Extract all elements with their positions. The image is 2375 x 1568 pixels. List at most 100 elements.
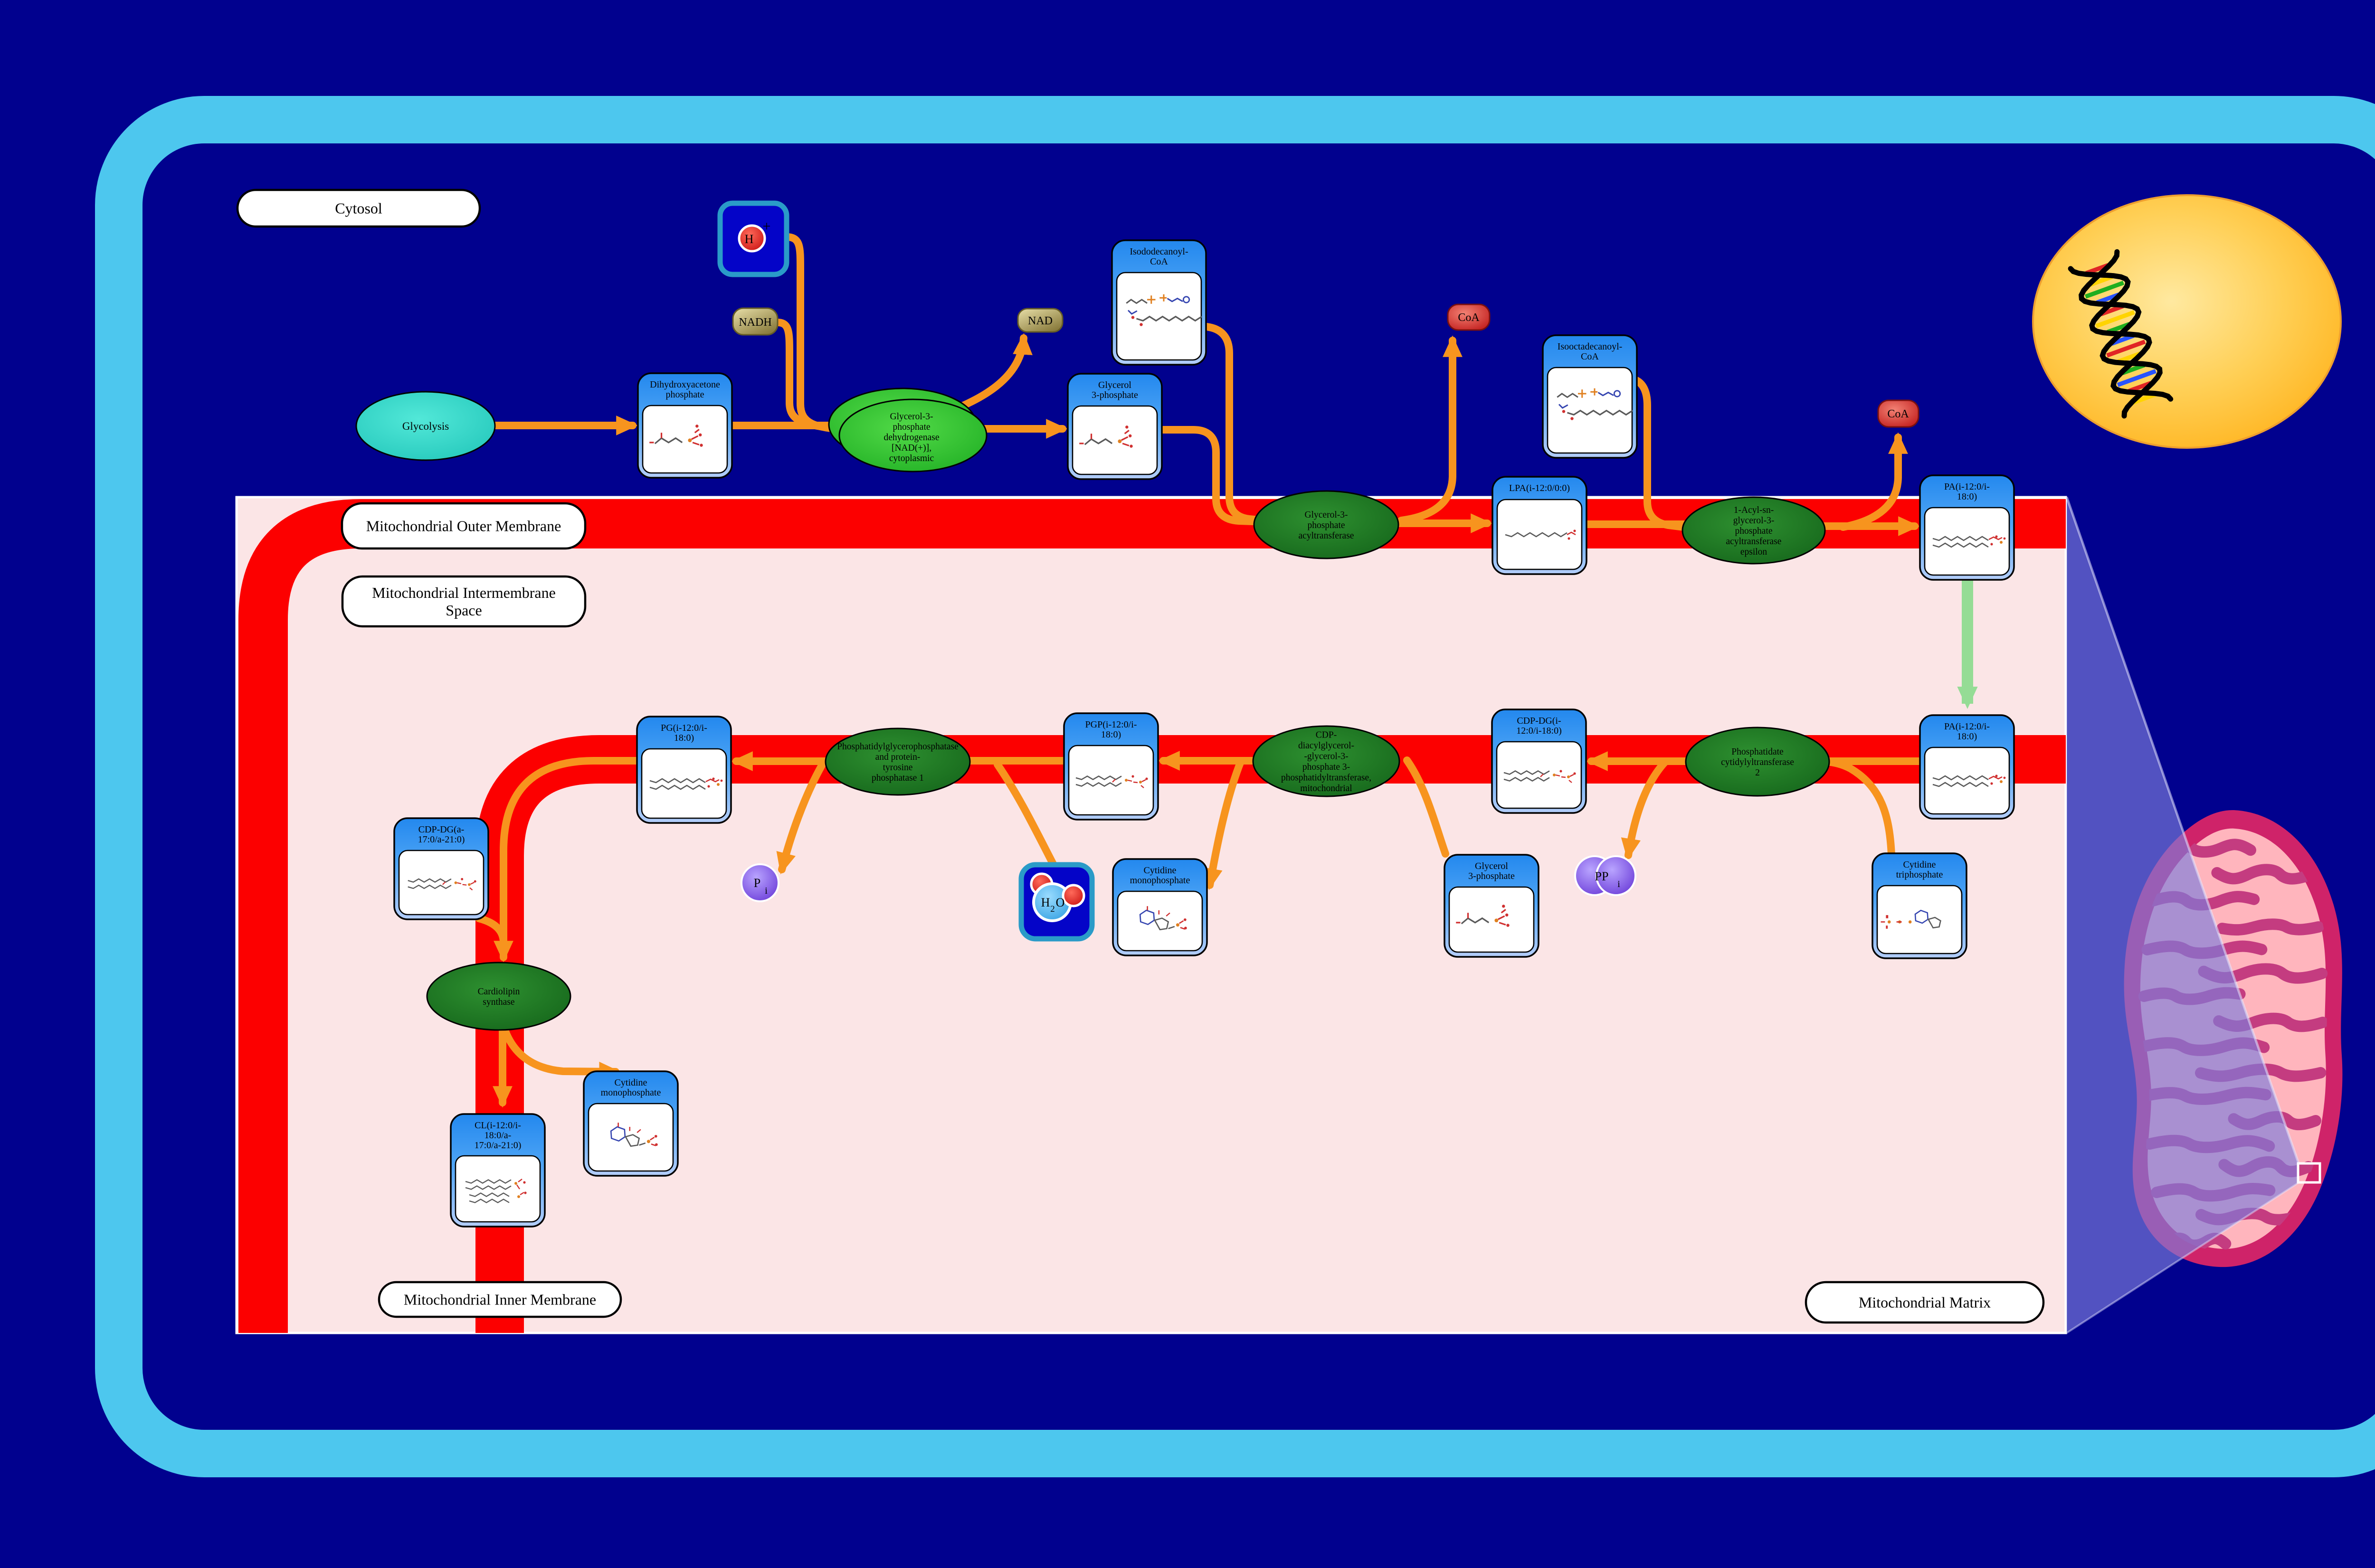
water-symbol-o: O xyxy=(1056,896,1065,909)
metabolite-label: PG(i-12:0/i-18:0) xyxy=(661,723,707,743)
hydrogen-atom-icon xyxy=(738,224,766,253)
molecule-box xyxy=(588,1103,674,1172)
reaction-arrow-20 xyxy=(1203,758,1244,890)
pyrophosphate-icon xyxy=(1596,855,1636,896)
molecule-box xyxy=(1072,405,1158,475)
reaction-arrow-26 xyxy=(475,915,508,948)
enzyme-shape xyxy=(1253,490,1399,559)
ion-charge: + xyxy=(763,218,771,234)
reaction-arrow-7 xyxy=(1203,323,1267,524)
molecule-box xyxy=(1924,746,2010,815)
compartment-pill xyxy=(378,1281,622,1318)
metabolite-label: CDP-DG(a-17:0/a-21:0) xyxy=(418,824,465,845)
pyrophosphate-subscript: i xyxy=(1617,879,1620,889)
metabolite-label: Isooctadecanoyl-CoA xyxy=(1558,341,1623,362)
cofactor-h-plus[interactable]: H + xyxy=(717,200,789,277)
metabolite-label: Isododecanoyl-CoA xyxy=(1130,246,1188,267)
cofactor-ppi[interactable]: PP i xyxy=(1574,855,1636,896)
metabolite-card-cl[interactable]: CL(i-12:0/i-18:0/a-17:0/a-21:0) xyxy=(450,1113,546,1228)
nucleus[interactable] xyxy=(2032,194,2342,449)
metabolite-card-pg[interactable]: PG(i-12:0/i-18:0) xyxy=(636,716,732,824)
compartment-label: Mitochondrial Outer Membrane xyxy=(366,518,561,535)
reaction-arrow-11 xyxy=(1629,375,1695,532)
enzyme-shape xyxy=(1252,725,1400,797)
metabolite-card-pgp[interactable]: PGP(i-12:0/i-18:0) xyxy=(1063,712,1159,821)
cofactor-coa-right[interactable]: CoA xyxy=(1877,399,1919,428)
molecule-box xyxy=(1496,741,1582,809)
compartment-pill xyxy=(1805,1281,2045,1324)
metabolite-label: CDP-DG(i-12:0/i-18:0) xyxy=(1516,716,1562,736)
nucleus-shape xyxy=(2032,194,2342,449)
compartment-label: Mitochondrial Inner Membrane xyxy=(404,1291,596,1308)
cofactor-nad[interactable]: NAD xyxy=(1017,308,1064,333)
pathway-label: Glycolysis xyxy=(402,420,449,432)
cofactor-pi[interactable]: P i xyxy=(741,863,779,902)
compartment-label: Cytosol xyxy=(335,200,382,217)
metabolite-card-pa-outer[interactable]: PA(i-12:0/i-18:0) xyxy=(1919,474,2015,581)
molecule-box xyxy=(1448,886,1535,953)
phosphate-subscript: i xyxy=(765,886,768,896)
compartment-pill xyxy=(341,575,587,628)
cofactor-coa-upper[interactable]: CoA xyxy=(1447,303,1491,331)
zoom-source-box xyxy=(2297,1162,2321,1184)
cofactor-pill xyxy=(1447,303,1491,331)
cofactor-label: NAD xyxy=(1028,315,1053,327)
compartment-label: Mitochondrial Matrix xyxy=(1859,1294,1991,1311)
metabolite-card-cdp-dg-i[interactable]: CDP-DG(i-12:0/i-18:0) xyxy=(1491,708,1587,814)
molecule-box xyxy=(455,1155,541,1223)
zoom-beam-shape xyxy=(2067,497,2299,1333)
cofactor-label: NADH xyxy=(739,316,771,329)
metabolite-card-cdp-dg-a[interactable]: CDP-DG(a-17:0/a-21:0) xyxy=(393,817,489,920)
enzyme-shape xyxy=(426,962,571,1031)
hydrogen-atom-icon xyxy=(1062,884,1085,907)
cofactor-label: CoA xyxy=(1887,408,1909,420)
metabolite-card-pa-inner[interactable]: PA(i-12:0/i-18:0) xyxy=(1919,714,2015,820)
molecule-box xyxy=(1876,885,1963,954)
zoom-beam-edge-bottom xyxy=(2066,1181,2300,1334)
label-outer-membrane: Mitochondrial Outer Membrane xyxy=(341,502,587,550)
molecule-box xyxy=(641,748,727,819)
metabolite-label: CL(i-12:0/i-18:0/a-17:0/a-21:0) xyxy=(475,1120,522,1151)
enzyme-shape xyxy=(1682,496,1826,565)
molecule-box xyxy=(642,405,728,474)
reaction-arrow-22 xyxy=(994,761,1058,869)
cofactor-pill xyxy=(1017,308,1064,333)
cofactor-nadh[interactable]: NADH xyxy=(732,307,779,336)
cofactor-h2o[interactable]: H 2 O xyxy=(1018,862,1095,942)
metabolite-card-lpa[interactable]: LPA(i-12:0/0:0) xyxy=(1492,476,1587,575)
water-symbol-h: H xyxy=(1041,896,1050,909)
reaction-arrow-18 xyxy=(1403,756,1449,858)
label-cytosol: Cytosol xyxy=(236,189,481,228)
metabolite-card-isooctadecanoyl-coa[interactable]: Isooctadecanoyl-CoA xyxy=(1542,334,1638,459)
ion-symbol: H xyxy=(745,232,754,246)
metabolite-card-isododecanoyl-coa[interactable]: Isododecanoyl-CoA xyxy=(1111,239,1207,366)
molecule-box xyxy=(1117,890,1203,952)
water-symbol-2: 2 xyxy=(1050,904,1055,914)
pathway-glycolysis[interactable]: Glycolysis xyxy=(355,391,496,461)
reaction-arrow-28 xyxy=(502,1028,621,1082)
enzyme-cds[interactable]: CDP-diacylglycerol--glycerol-3-phosphate… xyxy=(1252,725,1400,797)
reaction-arrow-3 xyxy=(783,233,849,434)
pathway-shape xyxy=(355,391,496,461)
compartment-pill xyxy=(236,189,481,228)
